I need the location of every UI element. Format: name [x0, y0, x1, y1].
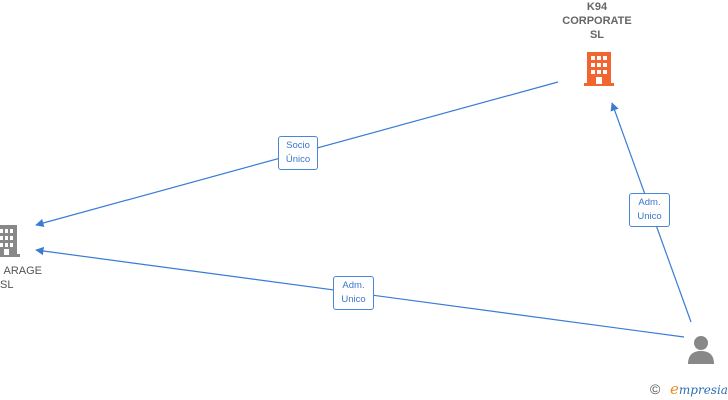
company-name-line: SL [0, 279, 14, 291]
empresia-logo[interactable]: empresia [670, 380, 728, 399]
edge-label-line: Unico [341, 294, 366, 305]
company-name-line: CORPORATE [562, 15, 632, 27]
brand-rest: mpresia [678, 383, 728, 397]
company-name-line: K94 [586, 1, 608, 13]
edge-label-line: Unico [637, 211, 662, 222]
company-name-line: ARAGE [3, 265, 42, 277]
edge-label-adm-unico-k94: Adm. Unico [629, 193, 670, 227]
company-name-garage[interactable]: ARAGE SL [0, 264, 42, 292]
edge-label-adm-unico-garage: Adm. Unico [333, 276, 374, 310]
company-name-k94[interactable]: K94 CORPORATE SL [548, 0, 646, 42]
building-icon[interactable] [584, 52, 614, 86]
edge-label-line: Único [285, 154, 311, 165]
brand-initial: e [670, 380, 679, 398]
person-icon[interactable] [686, 334, 716, 364]
edge-label-socio-unico: Socio Único [278, 136, 318, 170]
copyright-symbol: © [650, 381, 661, 397]
building-icon[interactable] [0, 225, 20, 257]
edge-label-line: Adm. [342, 280, 365, 291]
edge-label-line: Socio [286, 140, 310, 151]
company-name-line: SL [589, 29, 605, 41]
edge-label-line: Adm. [638, 197, 661, 208]
